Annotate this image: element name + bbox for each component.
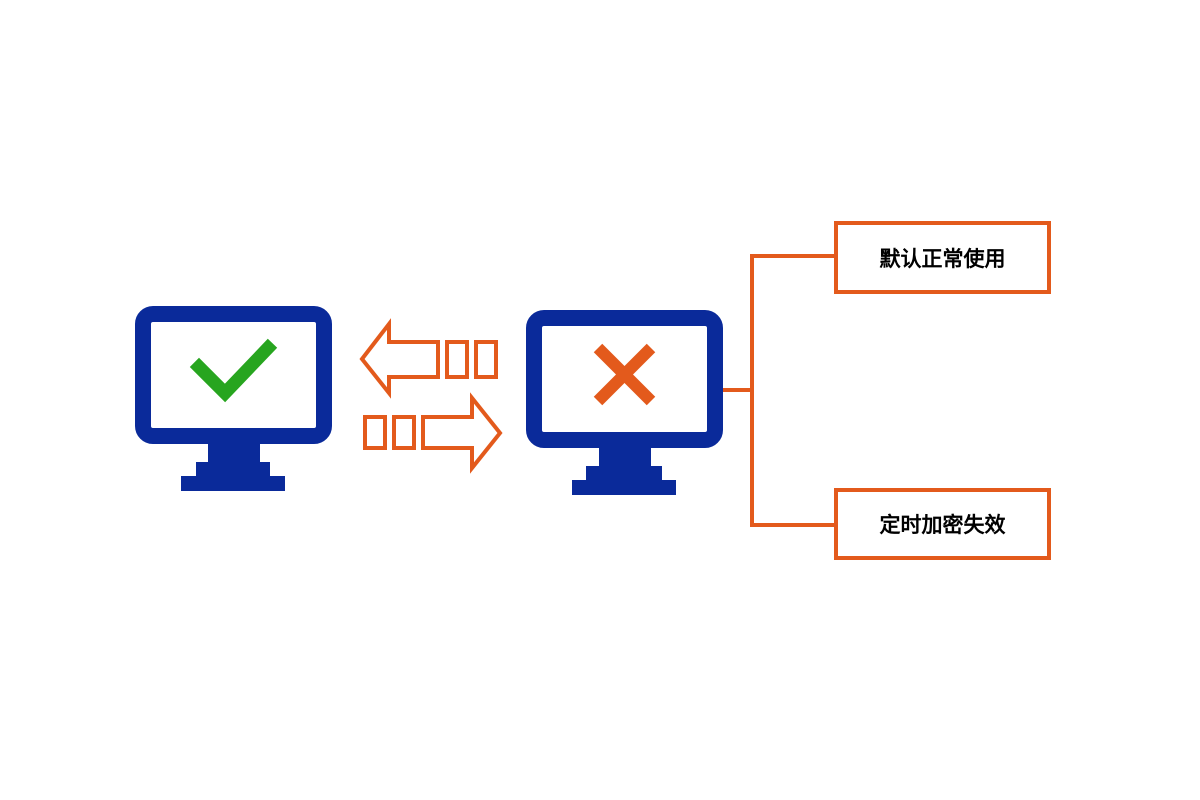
branch-connector xyxy=(723,254,836,527)
scheduled-encryption-expiry-box: 定时加密失效 xyxy=(834,488,1051,560)
cross-icon xyxy=(593,343,656,406)
default-normal-use-box: 默认正常使用 xyxy=(834,221,1051,294)
monitor-icon xyxy=(135,306,332,491)
default-normal-use-label: 默认正常使用 xyxy=(879,246,1006,271)
left-computer xyxy=(135,306,332,491)
right-computer xyxy=(526,310,723,495)
check-icon xyxy=(189,338,278,403)
arrow-left-icon xyxy=(359,318,498,399)
monitor-icon xyxy=(526,310,723,495)
scheduled-encryption-expiry-label: 定时加密失效 xyxy=(879,513,1006,537)
arrow-right-icon xyxy=(363,392,503,474)
